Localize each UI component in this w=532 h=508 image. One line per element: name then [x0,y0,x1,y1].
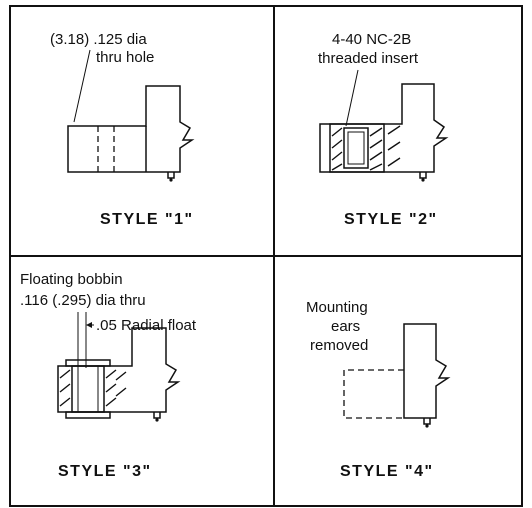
panel-style-4: Mounting ears removed STYLE "4" [306,299,451,480]
panel-3-bottom-boss [153,412,161,419]
panel-3-hatch-right [105,369,127,407]
panel-2-caption: STYLE "2" [344,211,438,228]
panel-3-part-outline [57,327,181,413]
panel-3-boss-dot [155,418,159,422]
panel-4-part-outline [403,323,451,419]
panel-1-note-line-1: (3.18) .125 dia [50,31,147,48]
panel-4-boss-dot [425,424,429,428]
panel-4-bottom-boss [423,418,431,425]
panel-4-removed-ear-outline [343,369,404,419]
panel-1-part-outline [67,85,195,173]
panel-2-note-line-1: 4-40 NC-2B [332,31,411,48]
panel-style-1: (3.18) .125 dia thru hole STYLE "1" [50,31,195,228]
panel-2-boss-dot [421,178,425,182]
panel-2-bottom-boss [419,172,427,179]
panel-3-bobbin-top-flange [65,359,111,367]
panel-3-bobbin-body [71,365,105,413]
panel-2-note-line-2: threaded insert [318,50,419,67]
panel-style-2: 4-40 NC-2B threaded insert STYLE "2" [318,31,449,228]
panel-3-float-arrowhead [86,322,92,328]
panel-4-note-line-3: removed [310,337,368,354]
panel-3-hatch-left [59,369,71,407]
panel-1-caption: STYLE "1" [100,211,194,228]
panel-2-hatch-right [369,127,383,171]
panel-4-caption: STYLE "4" [340,463,434,480]
panel-2-insert-body [329,123,385,173]
panel-4-note-line-1: Mounting [306,299,368,316]
panel-2-leader-line [345,69,359,127]
panel-2-part-outline [319,83,449,173]
panel-2-insert-inner [347,131,365,165]
panel-3-note-line-1: Floating bobbin [20,271,123,288]
panel-3-note-line-3: .05 Radial float [96,317,197,334]
panel-3-note-line-2: .116 (.295) dia thru [20,292,146,309]
panel-4-note-line-2: ears [331,318,360,335]
panel-2-insert-bore [343,127,369,169]
panel-2-hatch-outer [387,125,401,167]
panel-style-3: Floating bobbin .116 (.295) dia thru .05… [20,271,197,480]
panel-1-boss-dot [169,178,173,182]
panel-2-hatch-left [331,127,343,171]
panel-3-caption: STYLE "3" [58,463,152,480]
panel-1-leader-line [73,49,91,123]
panel-1-note-line-2: thru hole [96,49,154,66]
panel-1-bottom-boss [167,172,175,179]
panel-3-bobbin-bottom-flange [65,411,111,419]
